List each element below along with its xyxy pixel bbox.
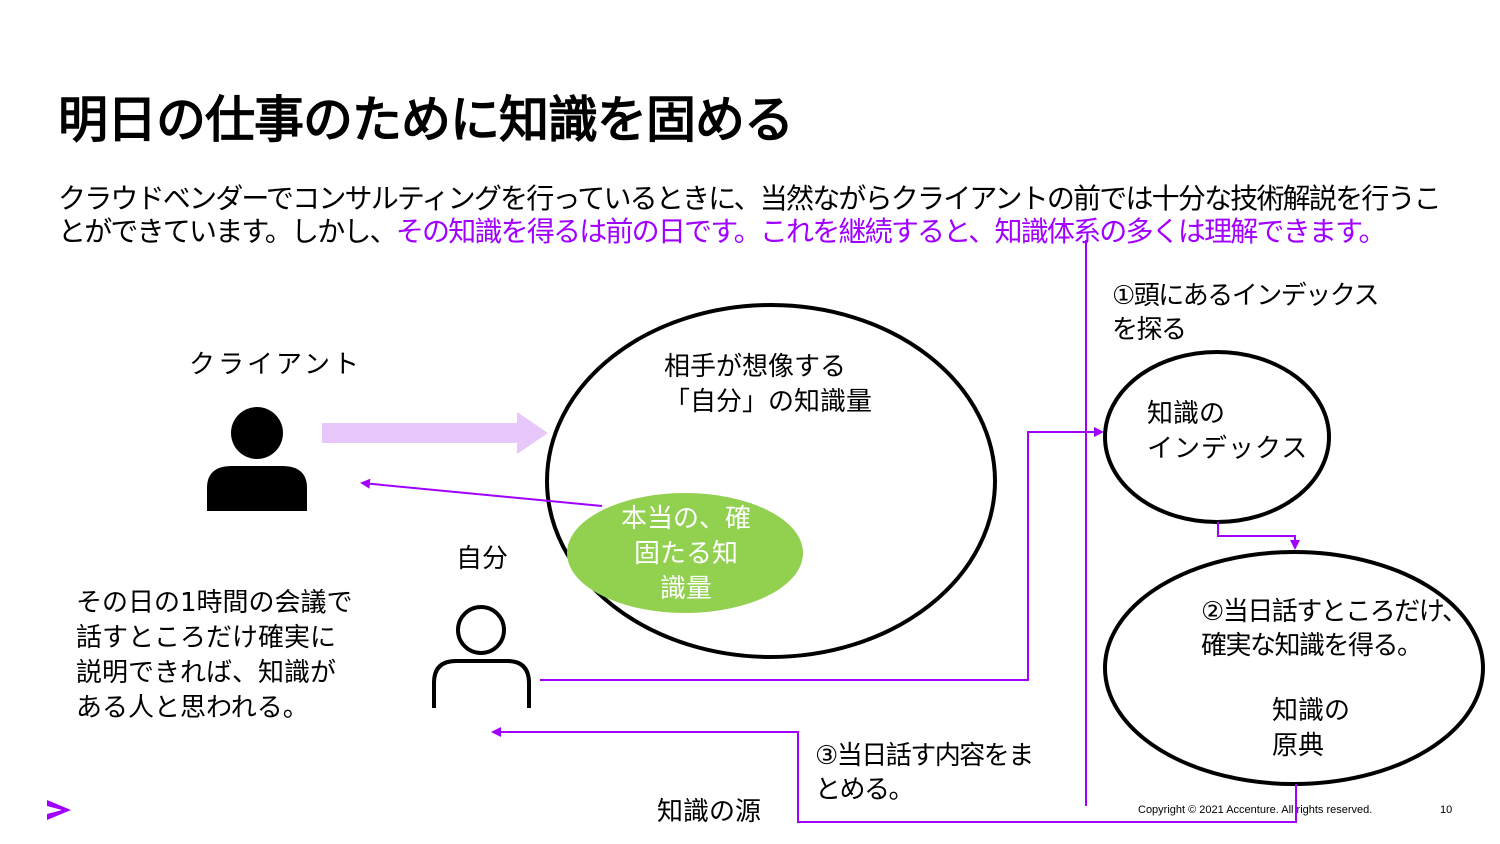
perceived-label-2: 「自分」の知識量 — [664, 387, 873, 417]
truth-line-2: 固たる知 — [633, 539, 738, 569]
step2-line-1: ②当日話すところだけ、 — [1201, 597, 1468, 627]
perceived-label-1: 相手が想像する — [664, 352, 847, 382]
note-line-3: 説明できれば、知識が — [76, 658, 337, 688]
step3-line-2: とめる。 — [815, 775, 915, 805]
knowledge-source-ellipse — [1103, 550, 1485, 786]
self-label: 自分 — [456, 544, 509, 574]
block-arrow — [322, 412, 548, 454]
perceived-knowledge-ellipse — [545, 303, 997, 659]
step1-line-1: ①頭にあるインデックス — [1112, 281, 1380, 311]
slide-title: 明日の仕事のために知識を固める — [58, 91, 794, 149]
intro-plain-text: クラウドベンダーでコンサルティングを行っているときに、当然ながらクライアントの前… — [58, 182, 1442, 248]
self-to-index-connector — [540, 427, 1104, 681]
note-line-4: ある人と思われる。 — [76, 693, 309, 723]
knowledge-source-label: 知識の源 — [657, 797, 762, 827]
note-line-2: 話すところだけ確実に — [76, 623, 337, 653]
source-doc-label-1: 知識の — [1272, 696, 1351, 726]
step3-line-1: ③当日話す内容をま — [815, 741, 1034, 771]
truth-line-1: 本当の、確 — [620, 504, 751, 534]
page-number: 10 — [1440, 804, 1453, 816]
self-person-icon — [432, 605, 531, 708]
truth-line-3: 識量 — [659, 574, 712, 604]
step1-line-2: を探る — [1112, 315, 1187, 345]
copyright-text: Copyright © 2021 Accenture. All rights r… — [1138, 804, 1373, 816]
index-label-2: インデックス — [1147, 434, 1309, 464]
index-to-source-connector — [1217, 522, 1300, 550]
accenture-logo-icon — [47, 800, 71, 820]
intro-highlight-text: その知識を得るは前の日です。これを継続すると、知識体系の多くは理解できます。 — [395, 215, 1387, 248]
truth-to-client-arrow — [360, 478, 603, 507]
client-label: クライアント — [189, 350, 362, 380]
note-line-1: その日の1時間の会議で — [76, 588, 353, 618]
true-knowledge-label: 本当の、確 固たる知 識量 — [570, 502, 802, 607]
source-to-self-connector — [491, 727, 1297, 823]
source-doc-label-2: 原典 — [1272, 731, 1325, 761]
true-knowledge-ellipse — [567, 493, 803, 613]
index-label-1: 知識の — [1147, 399, 1226, 429]
intro-paragraph: クラウドベンダーでコンサルティングを行っているときに、当然ながらクライアントの前… — [58, 182, 1458, 248]
client-person-icon — [207, 407, 307, 511]
step2-line-2: 確実な知識を得る。 — [1201, 631, 1423, 661]
